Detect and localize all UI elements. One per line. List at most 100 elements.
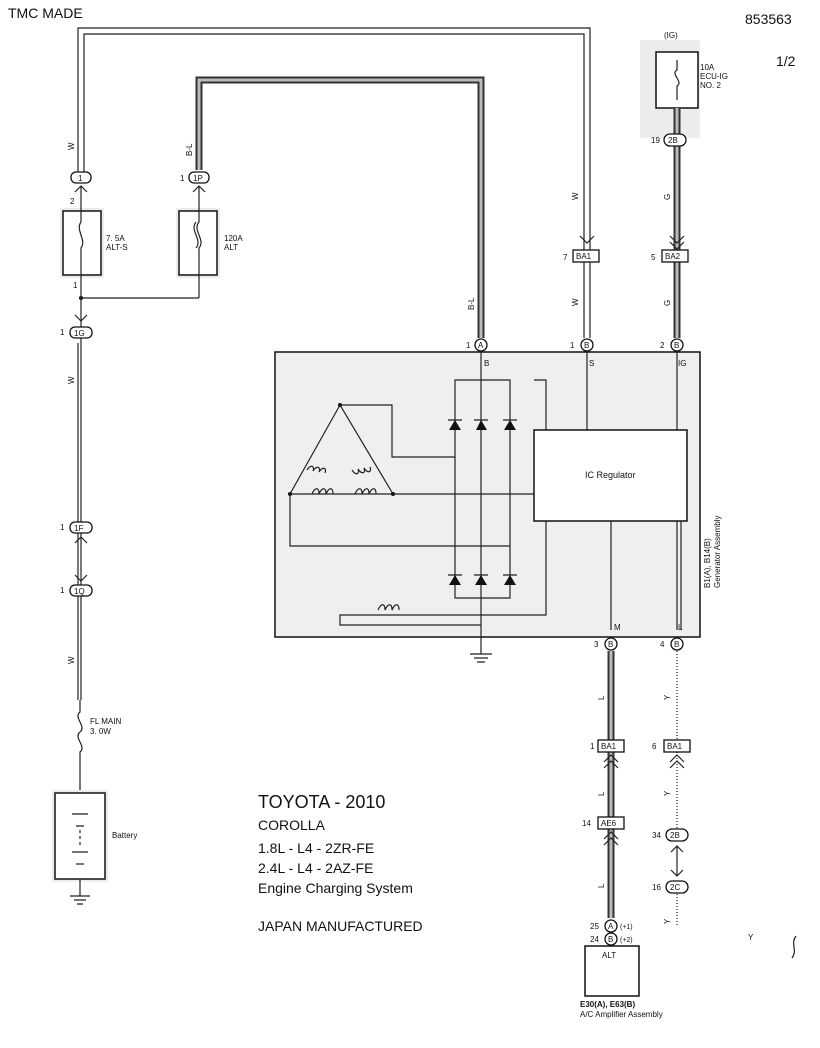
fuse-ecuig-name: ECU-IG <box>700 72 728 81</box>
connector-1q-code: 1Q <box>74 587 85 596</box>
amp-terminal-label: ALT <box>602 951 616 960</box>
wire-label-y-3: Y <box>663 918 672 924</box>
amp-id: E30(A), E63(B) <box>580 1000 635 1009</box>
connector-1p <box>188 171 210 184</box>
connector-ba1-top-pin: 7 <box>563 253 568 262</box>
connector-ba1-top <box>572 249 600 263</box>
title-engine-1: 1.8L - L4 - 2ZR-FE <box>258 840 374 856</box>
connector-ba2-pin: 5 <box>651 253 656 262</box>
connector-1q-pin: 1 <box>60 586 65 595</box>
gen-big-code: B <box>674 341 679 350</box>
battery-ground-icon <box>70 879 90 905</box>
generator-name: Generator Assembly <box>713 516 722 588</box>
fuse-alt-name: ALT <box>224 243 238 252</box>
connector-1f-arrow <box>74 536 88 544</box>
amp-b-pin: 24 <box>590 935 599 944</box>
gen-bm-code: B <box>608 640 613 649</box>
connector-2c-pin: 16 <box>652 883 661 892</box>
wire-label-w-5: W <box>67 656 76 664</box>
connector-ae6-pin: 14 <box>582 819 591 828</box>
gen-bl-code: B <box>674 640 679 649</box>
connector-ae6-code: AE6 <box>601 819 617 828</box>
connector-1q <box>69 584 93 597</box>
connector-1-code: 1 <box>78 174 83 183</box>
wire-label-l-3: L <box>597 883 606 888</box>
gen-terminal-ig-label: IG <box>678 359 686 368</box>
gen-bs-code: B <box>584 341 589 350</box>
header-left: TMC MADE <box>8 5 83 21</box>
amp-a-pin: 25 <box>590 922 599 931</box>
wire-label-w-3: W <box>571 298 580 306</box>
wire-label-bl-1: B-L <box>185 143 194 156</box>
amp-terminal-a <box>604 919 618 933</box>
title-model: COROLLA <box>258 817 326 833</box>
fuse-ecuig-element <box>674 60 680 100</box>
rectifier-bus <box>454 351 511 645</box>
fl-main-name: FL MAIN <box>90 717 121 726</box>
battery-label: Battery <box>112 831 137 840</box>
connector-2b-bot-code: 2B <box>670 831 680 840</box>
connector-1p-code: 1P <box>193 174 203 183</box>
wire-label-w-1: W <box>67 142 76 150</box>
generator-id: B1(A), B14(B) <box>703 538 712 588</box>
gen-bm-pin: 3 <box>594 640 599 649</box>
wire-label-l-1: L <box>597 695 606 700</box>
connector-ba1-l <box>597 739 625 753</box>
amp-b-term: (+2) <box>620 937 633 944</box>
fuse-alts-pin-top: 2 <box>70 197 75 206</box>
gen-terminal-bm <box>604 637 618 651</box>
gen-terminal-m-label: M <box>614 623 621 632</box>
connector-ba1-top-code: BA1 <box>576 252 592 261</box>
wire-label-l-2: L <box>597 791 606 796</box>
stator-windings-delta <box>288 403 395 495</box>
wire-bl-thick <box>195 76 485 338</box>
fuse-alt-rating: 120A <box>224 234 243 243</box>
page-indicator: 1/2 <box>776 53 796 69</box>
gen-a-pin: 1 <box>466 341 471 350</box>
connector-2b-bot-pin: 34 <box>652 831 661 840</box>
gen-bl-pin: 4 <box>660 640 665 649</box>
connector-ba1-l-pin: 1 <box>590 742 595 751</box>
connector-ba1-l-code: BA1 <box>601 742 617 751</box>
connector-ba2-code: BA2 <box>665 252 681 261</box>
fuse-alts-rating: 7. 5A <box>106 234 125 243</box>
fuse-alts-element <box>78 186 84 288</box>
wire-label-g-1: G <box>663 194 672 200</box>
y-far-label: Y <box>748 933 754 942</box>
connector-1q-arrow <box>74 574 88 582</box>
connector-2b-top-pin: 19 <box>651 136 660 145</box>
wire-label-bl-2: B-L <box>467 297 476 310</box>
fuse-alts-pin-bottom: 1 <box>73 281 78 290</box>
rotor-coil <box>377 604 400 611</box>
connector-ba1-y-code: BA1 <box>667 742 683 751</box>
fuse-alts <box>62 210 102 276</box>
connector-1f <box>69 521 93 534</box>
connector-2c <box>665 880 689 894</box>
amp-a-term: (+1) <box>620 924 633 931</box>
fuse-alt-element <box>196 186 202 298</box>
fuse-alts-name: ALT-S <box>106 243 128 252</box>
ecuig-source: (IG) <box>664 31 678 40</box>
amp-a-code: A <box>608 922 614 931</box>
rectifier-diodes-lower <box>448 574 517 585</box>
connector-2c-code: 2C <box>670 883 680 892</box>
connector-ba1-y-pin: 6 <box>652 742 657 751</box>
ic-regulator <box>533 429 688 522</box>
ic-regulator-label: IC Regulator <box>585 470 636 480</box>
wire-w-top-inner <box>83 33 585 338</box>
wire-w-top-outer <box>77 27 591 338</box>
connector-1g <box>69 326 93 339</box>
connector-1f-code: 1F <box>74 524 83 533</box>
gen-terminal-l-label: L <box>678 623 683 632</box>
connector-2b-bottom <box>665 828 689 842</box>
amp-b-code: B <box>608 935 613 944</box>
title-system: Engine Charging System <box>258 880 413 896</box>
connector-1f-pin: 1 <box>60 523 65 532</box>
connector-ba1-y <box>663 739 691 753</box>
amp-terminal-b <box>604 932 618 946</box>
gen-bs-pin: 1 <box>570 341 575 350</box>
connector-2b-top <box>663 133 687 147</box>
connector-2b-top-code: 2B <box>668 136 678 145</box>
fuse-ecuig-name2: NO. 2 <box>700 81 721 90</box>
